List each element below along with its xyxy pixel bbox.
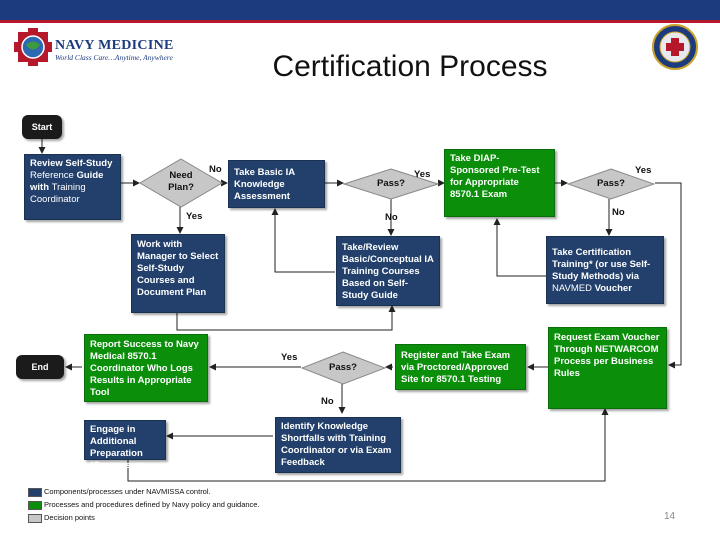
review-mid-text: Guide with [30,170,104,193]
pass1-no-label: No [385,212,398,223]
page-number: 14 [664,511,676,522]
review-plain-text-a: Reference [30,170,74,181]
pass-decision-1 [343,168,439,200]
pass3-no-label: No [321,396,334,407]
navy-medicine-logo [14,28,52,66]
report-success-box: Report Success to Navy Medical 8570.1 Co… [84,334,208,402]
top-banner-stripe [0,20,720,23]
navy-seal-icon [652,24,698,70]
page-title: Certification Process [272,50,548,83]
take-cert-navmed-text: NAVMED [552,283,592,294]
pass-label-2: Pass? [597,178,625,189]
need-plan-label: Need Plan? [168,170,194,193]
take-cert-text-b: Voucher [594,283,632,294]
review-self-study-box: Review Self-Study Reference Guide with T… [24,154,121,220]
review-plain-text-b: Training Coordinator [30,182,86,205]
take-review-courses-box: Take/Review Basic/Conceptual IA Training… [336,236,440,306]
legend-swatch-navy [28,488,42,497]
pass-decision-3 [301,351,386,385]
logo-text: NAVY MEDICINE [55,38,174,53]
legend-swatch-green [28,501,42,510]
take-basic-assessment-box: Take Basic IA Knowledge Assessment [228,160,325,208]
register-take-exam-box: Register and Take Exam via Proctored/App… [395,344,526,390]
need-plan-yes-label: Yes [186,211,203,222]
take-cert-text-a: Take Certification Training* (or use Sel… [552,247,651,282]
pass3-yes-label: Yes [281,352,298,363]
logo-subtext: World Class Care…Anytime, Anywhere [55,53,173,62]
legend-text-green: Processes and procedures defined by Navy… [44,500,260,509]
pass2-yes-label: Yes [635,165,652,176]
pass-label-3: Pass? [329,362,357,373]
top-banner [0,0,720,20]
take-certification-training-box: Take Certification Training* (or use Sel… [546,236,664,304]
pass-decision-2 [567,168,655,200]
identify-shortfalls-box: Identify Knowledge Shortfalls with Train… [275,417,401,473]
pass-label-1: Pass? [377,178,405,189]
legend-swatch-decision [28,514,42,523]
end-terminal: End [16,355,64,379]
request-exam-voucher-box: Request Exam Voucher Through NETWARCOM P… [548,327,667,409]
review-bold-text: Review Self-Study [30,158,113,169]
need-plan-decision [139,158,223,208]
take-diap-pretest-box: Take DIAP-Sponsored Pre-Test for Appropr… [444,149,555,217]
pass2-no-label: No [612,207,625,218]
pass1-yes-label: Yes [414,169,431,180]
work-with-manager-box: Work with Manager to Select Self-Study C… [131,234,225,313]
engage-additional-preparation-box: Engage in Additional Preparation (Course… [84,420,166,483]
need-plan-no-label: No [209,164,222,175]
legend-text-decision: Decision points [44,513,95,522]
legend-text-navy: Components/processes under NAVMISSA cont… [44,487,211,496]
start-terminal: Start [22,115,62,139]
